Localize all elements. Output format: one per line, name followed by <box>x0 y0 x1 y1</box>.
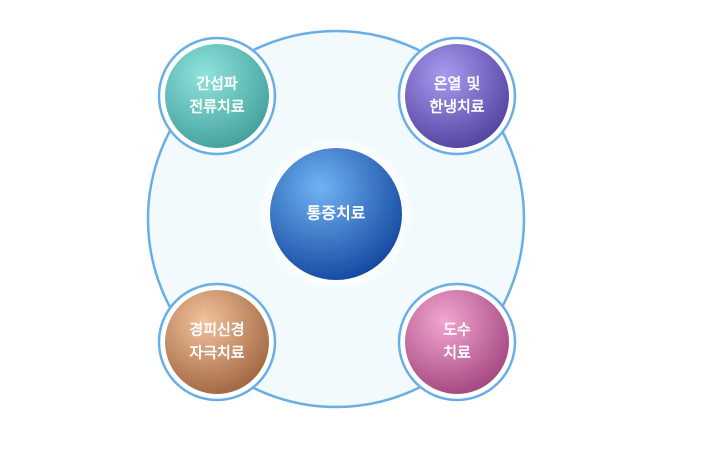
node-top-right-line-1: 온열 및 <box>434 75 481 93</box>
node-top-right-line-2: 한냉치료 <box>429 98 484 116</box>
node-top-left: 간섭파 전류치료 <box>165 44 269 148</box>
node-bottom-left-line-2: 자극치료 <box>189 344 244 362</box>
node-ring-bottom-left <box>157 282 277 402</box>
node-top-right: 온열 및 한냉치료 <box>405 44 509 148</box>
center-node-label: 통증치료 <box>307 204 366 223</box>
node-top-left-line-1: 간섭파 <box>196 75 238 93</box>
node-ring-top-right <box>397 36 517 156</box>
node-ring-bottom-right <box>397 282 517 402</box>
node-bottom-right-line-2: 치료 <box>443 344 471 362</box>
outer-ring-stroke <box>146 29 526 409</box>
center-node: 통증치료 <box>270 148 402 280</box>
node-ring-top-left <box>157 36 277 156</box>
node-bottom-left: 경피신경 자극치료 <box>165 290 269 394</box>
node-bottom-left-line-1: 경피신경 <box>189 321 244 339</box>
node-bottom-right-line-1: 도수 <box>443 321 471 339</box>
node-bottom-right: 도수 치료 <box>405 290 509 394</box>
node-top-left-line-2: 전류치료 <box>189 98 244 116</box>
